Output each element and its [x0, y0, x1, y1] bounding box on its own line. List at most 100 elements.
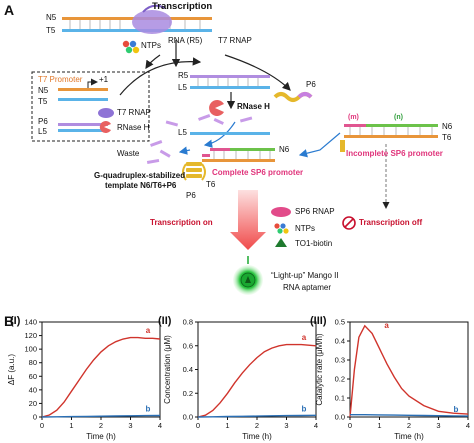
y-tick-label: 0.6: [183, 341, 193, 350]
y-tick-label: 0.5: [335, 318, 345, 327]
aptamer-line2: RNA aptamer: [283, 283, 332, 292]
aptamer-line1: “Light-up” Mango II: [271, 271, 339, 280]
ntps-legend-label: NTPs: [295, 224, 315, 233]
t6-label-mid: T6: [206, 180, 216, 189]
series-line-a: [349, 324, 469, 418]
plot-panel-label: (I): [10, 315, 21, 327]
x-tick-label: 4: [314, 421, 318, 430]
series-label-b: b: [302, 404, 307, 413]
rnase-h-label: RNase H: [237, 102, 270, 111]
x-tick-label: 4: [466, 421, 470, 430]
g4-template-line1: G-quadruplex-stabilized: [94, 171, 186, 180]
series-line-b: [350, 414, 469, 417]
ntps-legend-icon: [274, 223, 289, 234]
x-axis-label: Time (h): [242, 432, 272, 441]
inset-l5-label: L5: [38, 127, 47, 136]
x-tick-label: 0: [196, 421, 200, 430]
x-tick-label: 1: [69, 421, 73, 430]
x-tick-label: 3: [128, 421, 132, 430]
y-axis-label: Catalytic rate (μM/h): [315, 333, 324, 406]
m-label: (m): [348, 114, 359, 121]
plus-one-label: +1: [99, 75, 109, 84]
legend-inset-box: [31, 71, 150, 142]
y-tick-label: 100: [24, 345, 37, 354]
x-tick-label: 1: [225, 421, 229, 430]
l5-label: L5: [178, 83, 187, 92]
x-tick-label: 0: [348, 421, 352, 430]
x-tick-label: 2: [99, 421, 103, 430]
rna-label: RNA (R5): [168, 36, 203, 45]
y-tick-label: 60: [29, 372, 37, 381]
inset-t7-rnap-label: T7 RNAP: [117, 108, 151, 117]
y-tick-label: 0.4: [335, 337, 345, 346]
g-quadruplex-icon: [182, 162, 206, 181]
y-tick-label: 0: [33, 413, 37, 422]
x-tick-label: 4: [158, 421, 162, 430]
panel-a-label: A: [4, 2, 15, 18]
inset-rnase-h-label: RNase H: [117, 123, 150, 132]
rna-fragments: [165, 114, 253, 127]
to1-biotin-icon: [275, 238, 287, 247]
series-label-b: b: [454, 405, 459, 414]
y-tick-label: 0.0: [183, 413, 193, 422]
sp6-rnap-icon: [271, 207, 291, 217]
incomplete-promoter-label: Incomplete SP6 promoter: [346, 149, 443, 158]
transcription-flow-arrow: [230, 190, 266, 250]
series-label-a: a: [302, 333, 307, 342]
incomplete-promoter-duplex: [340, 124, 438, 152]
prohibited-icon: [342, 216, 356, 230]
t7-promoter-label: T7 Promoter: [38, 75, 83, 84]
y-tick-label: 0.8: [183, 318, 193, 327]
t6-label-right: T6: [442, 133, 452, 142]
inset-p6-label: P6: [38, 117, 48, 126]
transcription-on-label: Transcription on: [150, 218, 213, 227]
plot-panel-label: (II): [158, 315, 172, 327]
inset-t5-label: T5: [38, 97, 48, 106]
y-tick-label: 20: [29, 399, 37, 408]
r5-label: R5: [178, 71, 189, 80]
t7-rnap-label: T7 RNAP: [218, 36, 252, 45]
inset-n5-label: N5: [38, 86, 49, 95]
y-tick-label: 0.0: [335, 413, 345, 422]
series-line-b: [41, 414, 161, 418]
g4-template-line2: template N6/T6+P6: [105, 181, 177, 190]
n6-label: N6: [442, 122, 453, 131]
n5-t5-duplex: [62, 4, 212, 34]
plot-frame: [197, 321, 317, 418]
rnase-h-icon: [209, 99, 224, 116]
series-line-a: [41, 336, 161, 418]
n6-label-mid: N6: [279, 145, 290, 154]
complete-promoter-duplex: [202, 148, 275, 162]
y-tick-label: 80: [29, 358, 37, 367]
series-label-a: a: [146, 326, 151, 335]
p6-label: P6: [306, 80, 316, 89]
x-tick-label: 2: [407, 421, 411, 430]
y-tick-label: 0.2: [335, 375, 345, 384]
p6-label-mid: P6: [186, 191, 196, 200]
t7-rnap-icon: [98, 108, 114, 118]
series-line-b: [197, 414, 317, 418]
x-tick-label: 3: [284, 421, 288, 430]
l5-label-lower: L5: [178, 128, 187, 137]
to1-biotin-label: TO1-biotin: [295, 239, 333, 248]
y-tick-label: 0.1: [335, 394, 345, 403]
sp6-rnap-label: SP6 RNAP: [295, 207, 335, 216]
y-tick-label: 40: [29, 385, 37, 394]
y-axis-label: Concentration (μM): [163, 335, 172, 404]
plot-frame: [349, 321, 469, 418]
x-axis-label: Time (h): [86, 432, 116, 441]
y-tick-label: 0.3: [335, 356, 345, 365]
t5-label: T5: [46, 26, 56, 35]
x-tick-label: 3: [436, 421, 440, 430]
plot-panel-label: (III): [310, 315, 327, 327]
n5-label: N5: [46, 13, 57, 22]
transcription-title: Transcription: [152, 1, 213, 12]
y-axis-label: ΔF (a.u.): [7, 354, 16, 385]
x-tick-label: 2: [255, 421, 259, 430]
ntps-label: NTPs: [141, 41, 161, 50]
series-label-a: a: [384, 321, 389, 330]
y-tick-label: 0.2: [183, 389, 193, 398]
series-line-a: [197, 343, 317, 418]
series-label-b: b: [146, 405, 151, 414]
